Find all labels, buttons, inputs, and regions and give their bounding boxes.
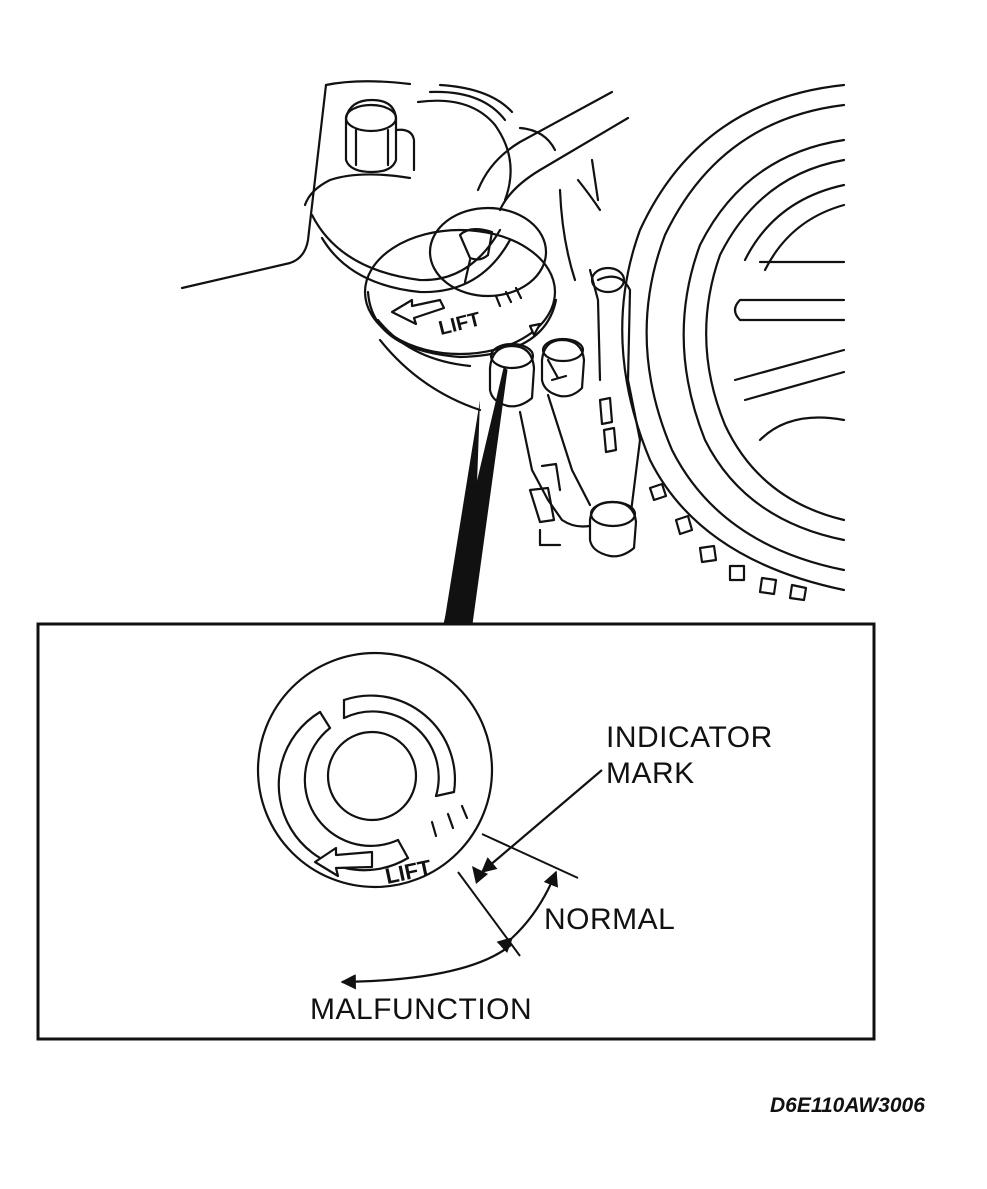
engine-parts: LIFT bbox=[180, 80, 846, 602]
malfunction-label: MALFUNCTION bbox=[310, 993, 533, 1026]
indicator-mark-leader bbox=[480, 769, 603, 873]
malfunction-range-arrow bbox=[340, 943, 513, 990]
tensioner-scale-text: LIFT bbox=[436, 308, 482, 340]
indicator-mark-triangle bbox=[472, 866, 488, 884]
indicator-mark-label: INDICATOR MARK bbox=[606, 720, 773, 792]
normal-label: NORMAL bbox=[544, 903, 676, 936]
tensioner-assembly bbox=[363, 206, 558, 368]
normal-range-arrow bbox=[496, 870, 558, 954]
normal-limit-line bbox=[481, 833, 579, 879]
figure-code: D6E110AW3006 bbox=[770, 1094, 925, 1117]
tensioner-bracket bbox=[518, 158, 642, 558]
upper-bolt bbox=[344, 98, 416, 174]
indicator-mark-label-line2: MARK bbox=[606, 757, 695, 790]
tensioner-scale-detail bbox=[256, 651, 494, 889]
indicator-mark-label-line1: INDICATOR bbox=[606, 721, 773, 754]
upper-pulley bbox=[416, 83, 557, 202]
drive-belt bbox=[303, 90, 630, 294]
crankshaft-pulley bbox=[621, 83, 846, 602]
